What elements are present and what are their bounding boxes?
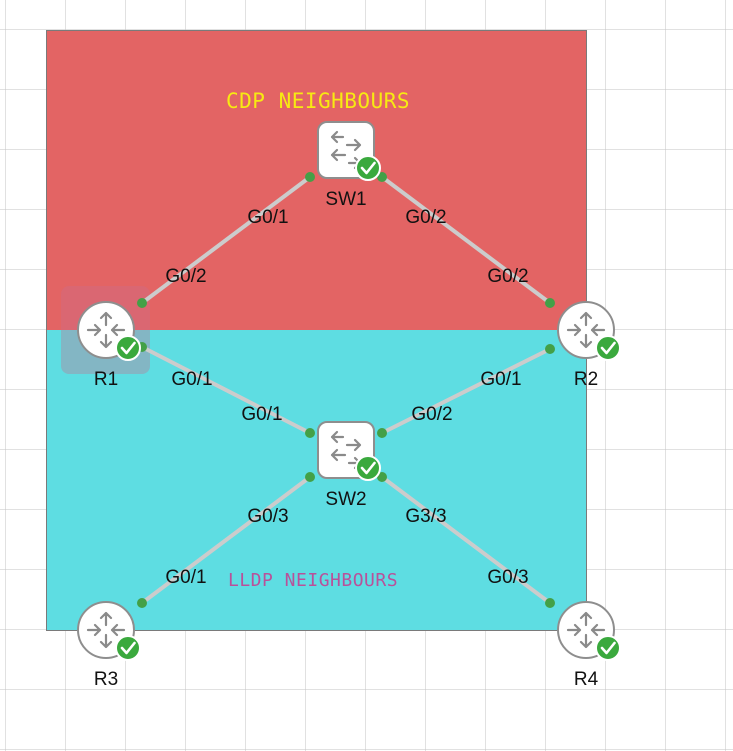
lldp-zone-title: LLDP NEIGHBOURS — [228, 570, 399, 591]
device-r3[interactable]: R3 — [77, 601, 141, 690]
port-dot — [305, 472, 315, 482]
port-label-sw1: G0/2 — [405, 207, 446, 228]
port-label-sw2: G0/2 — [411, 404, 452, 425]
port-dot — [377, 472, 387, 482]
port-label-r4: G0/3 — [487, 567, 528, 588]
link-line[interactable] — [380, 475, 552, 605]
check-badge-icon — [115, 635, 141, 661]
link-r1-sw2[interactable]: G0/1G0/1 — [137, 342, 315, 438]
device-label-r3: R3 — [94, 669, 118, 690]
link-line[interactable] — [140, 345, 312, 435]
link-sw1-r2[interactable]: G0/2G0/2 — [377, 172, 555, 308]
link-line[interactable] — [380, 175, 552, 305]
device-r2[interactable]: R2 — [557, 301, 621, 390]
device-label-sw2: SW2 — [325, 489, 366, 510]
lldp-zone[interactable] — [46, 330, 587, 631]
cdp-zone[interactable] — [46, 30, 587, 331]
port-label-r1: G0/2 — [165, 266, 206, 287]
device-sw1[interactable]: SW1 — [317, 121, 381, 210]
check-badge-icon — [595, 635, 621, 661]
port-dot — [545, 344, 555, 354]
device-label-r4: R4 — [574, 669, 599, 690]
port-dot — [377, 172, 387, 182]
link-r1-sw1[interactable]: G0/2 G0/1 — [137, 172, 315, 308]
port-dot — [305, 428, 315, 438]
cdp-zone-title: CDP NEIGHBOURS — [226, 89, 411, 113]
link-line[interactable] — [140, 175, 312, 305]
device-label-r1: R1 — [94, 369, 118, 390]
device-r4[interactable]: R4 — [557, 601, 621, 690]
check-badge-icon — [595, 335, 621, 361]
port-label-r2: G0/1 — [480, 369, 521, 390]
port-label-sw2: G0/3 — [247, 506, 288, 527]
port-label-sw2: G0/1 — [241, 404, 282, 425]
port-dot — [377, 428, 387, 438]
port-label-r1: G0/1 — [171, 369, 212, 390]
port-dot — [545, 298, 555, 308]
link-sw2-r2[interactable]: G0/2 G0/1 — [377, 344, 555, 438]
port-label-sw1: G0/1 — [247, 207, 288, 228]
check-badge-icon — [355, 155, 381, 181]
port-dot — [305, 172, 315, 182]
check-badge-icon — [355, 455, 381, 481]
device-sw2[interactable]: SW2 — [317, 421, 381, 510]
device-r1[interactable]: R1 — [77, 301, 141, 390]
port-label-r2: G0/2 — [487, 266, 528, 287]
link-sw2-r3[interactable]: G0/3G0/1 — [137, 472, 315, 608]
link-sw2-r4[interactable]: G3/3G0/3 — [377, 472, 555, 608]
port-dot — [137, 298, 147, 308]
check-badge-icon — [115, 335, 141, 361]
port-label-sw2: G3/3 — [405, 506, 446, 527]
link-line[interactable] — [140, 475, 312, 605]
port-dot — [137, 598, 147, 608]
device-label-r2: R2 — [574, 369, 598, 390]
link-line[interactable] — [380, 347, 552, 435]
device-label-sw1: SW1 — [325, 189, 366, 210]
port-label-r3: G0/1 — [165, 567, 206, 588]
port-dot — [545, 598, 555, 608]
